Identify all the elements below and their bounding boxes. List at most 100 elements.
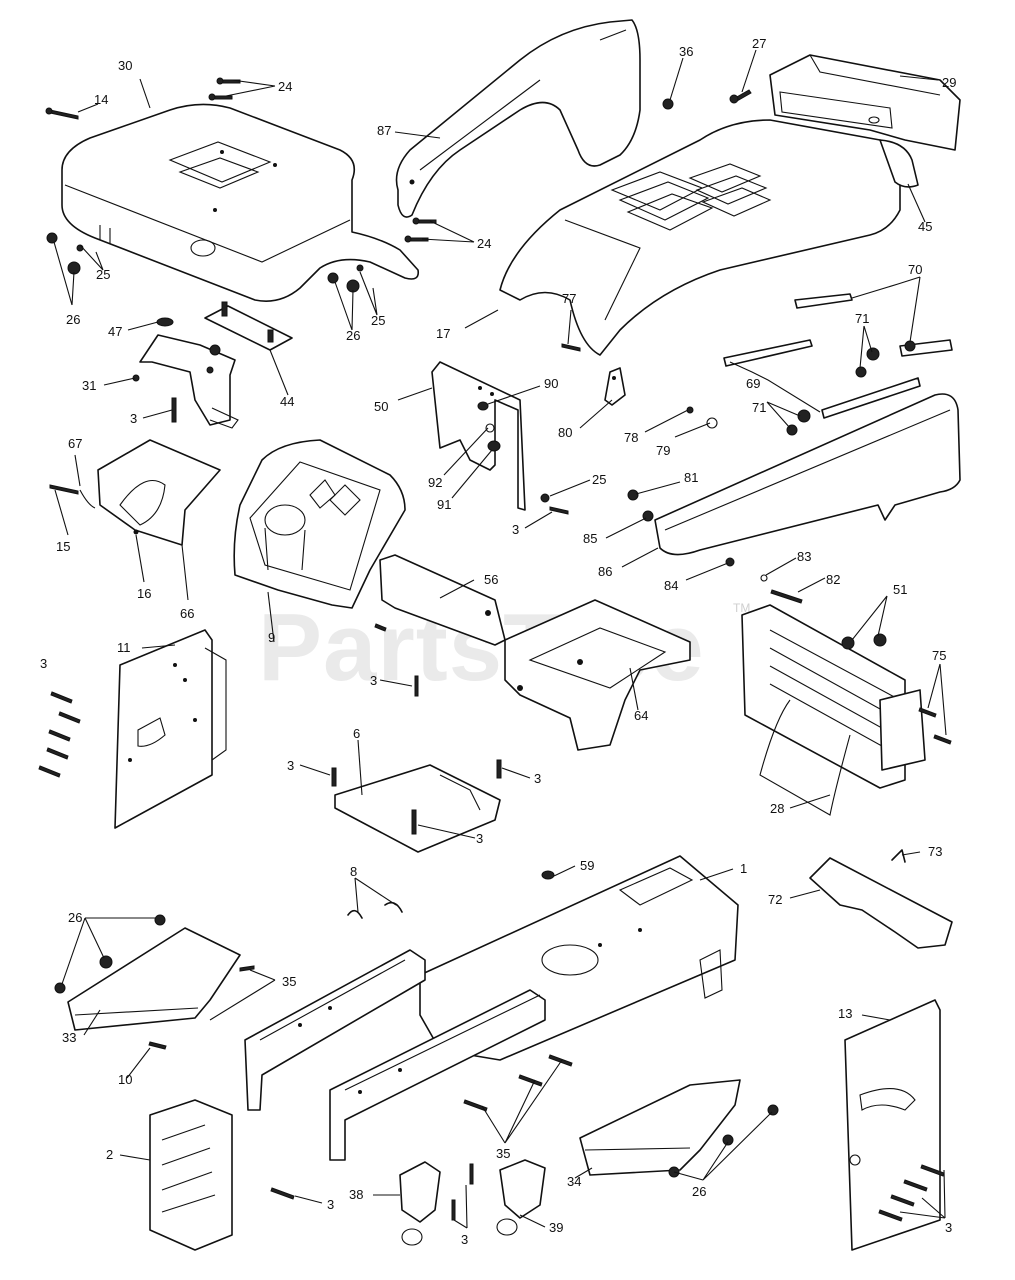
part-79-spacer	[706, 417, 718, 429]
callout-3i: 3	[461, 1232, 468, 1247]
callout-80: 80	[558, 425, 572, 440]
fasteners-top	[45, 77, 752, 293]
callout-3c: 3	[40, 656, 47, 671]
callout-39: 39	[549, 1220, 563, 1235]
part-85-nut	[642, 510, 654, 522]
screw-3c	[374, 623, 387, 632]
part-80-link	[604, 367, 626, 406]
callout-56: 56	[484, 572, 498, 587]
callout-3h: 3	[327, 1197, 334, 1212]
callout-25c: 25	[592, 472, 606, 487]
part-91-knob	[487, 440, 501, 452]
part-50-bracket	[431, 361, 526, 511]
callout-38: 38	[349, 1187, 363, 1202]
callout-26c: 26	[68, 910, 82, 925]
callout-78: 78	[624, 430, 638, 445]
screw-3-38a	[469, 1163, 474, 1185]
callout-90: 90	[544, 376, 558, 391]
part-26-nut-a	[154, 914, 166, 926]
callout-44: 44	[280, 394, 294, 409]
part-8-clips	[347, 901, 403, 919]
callout-26b: 26	[346, 328, 360, 343]
screws-3j	[878, 1164, 945, 1222]
callout-75: 75	[932, 648, 946, 663]
callout-51: 51	[893, 582, 907, 597]
callout-3f: 3	[534, 771, 541, 786]
part-26-nut-e	[767, 1104, 779, 1116]
callout-3b: 3	[512, 522, 519, 537]
callout-70: 70	[908, 262, 922, 277]
callout-69: 69	[746, 376, 760, 391]
callout-92: 92	[428, 475, 442, 490]
callout-3e: 3	[287, 758, 294, 773]
part-45-hood	[499, 119, 919, 356]
part-87-side-panel	[395, 19, 641, 218]
callout-8: 8	[350, 864, 357, 879]
callout-71: 71	[855, 311, 869, 326]
part-25-nut	[540, 493, 550, 503]
part-71a-nut	[866, 347, 880, 361]
screw-3a	[171, 397, 177, 423]
part-26-nut-d	[722, 1134, 734, 1146]
part-26-nut-b	[99, 955, 113, 969]
callout-15: 15	[56, 539, 70, 554]
part-35-bolt-c	[548, 1054, 573, 1067]
part-26-nut-c	[54, 982, 66, 994]
screw-3i	[270, 1187, 295, 1200]
callout-1: 1	[740, 861, 747, 876]
part-69-link	[723, 339, 921, 419]
callout-73: 73	[928, 844, 942, 859]
part-44-plate	[204, 301, 293, 351]
callout-35: 35	[282, 974, 296, 989]
callout-67: 67	[68, 436, 82, 451]
part-83-washer	[760, 574, 768, 582]
part-11-side-plate	[114, 629, 227, 829]
part-90-nut	[477, 401, 489, 411]
callout-47: 47	[108, 324, 122, 339]
callout-2: 2	[106, 1147, 113, 1162]
callout-33: 33	[62, 1030, 76, 1045]
callout-45: 45	[918, 219, 932, 234]
callout-64: 64	[634, 708, 648, 723]
screw-3d	[414, 675, 419, 697]
part-75-screw	[918, 707, 937, 718]
callout-86: 86	[598, 564, 612, 579]
callout-labels: 30 14 24 87 36 27 29 45 24 25 26 25 26 1…	[40, 36, 956, 1247]
part-51-nut2	[873, 633, 887, 647]
part-38-bracket	[399, 1161, 441, 1246]
part-9-console	[233, 439, 406, 609]
callout-3g: 3	[476, 831, 483, 846]
callout-26: 26	[66, 312, 80, 327]
part-71b-nut	[797, 409, 811, 423]
callout-3d: 3	[370, 673, 377, 688]
callout-79: 79	[656, 443, 670, 458]
callout-83: 83	[797, 549, 811, 564]
part-92-washer	[485, 423, 495, 433]
callout-71b: 71	[752, 400, 766, 415]
part-75-screw2	[933, 734, 952, 745]
callout-28: 28	[770, 801, 784, 816]
callout-91: 91	[437, 497, 451, 512]
callout-25: 25	[96, 267, 110, 282]
part-35-pin	[239, 965, 255, 972]
part-56-panel	[379, 554, 506, 646]
part-29-front-bracket	[769, 54, 961, 151]
part-35-bolt-b	[518, 1074, 543, 1087]
callout-25b: 25	[371, 313, 385, 328]
part-47-knob	[156, 317, 174, 327]
callout-36: 36	[679, 44, 693, 59]
callout-10: 10	[118, 1072, 132, 1087]
part-82-bolt	[770, 589, 803, 604]
part-34-plate	[579, 1079, 741, 1176]
part-1-frame	[244, 855, 739, 1161]
screw-3h	[411, 809, 417, 835]
part-39-bracket	[496, 1159, 546, 1236]
part-30-dash-cover	[61, 103, 420, 302]
part-51-nut	[841, 636, 855, 650]
part-2-rear-plate	[149, 1099, 233, 1251]
callout-24: 24	[278, 79, 292, 94]
part-84-washer	[725, 557, 735, 567]
callout-50: 50	[374, 399, 388, 414]
callout-35b: 35	[496, 1146, 510, 1161]
callout-34: 34	[567, 1174, 581, 1189]
